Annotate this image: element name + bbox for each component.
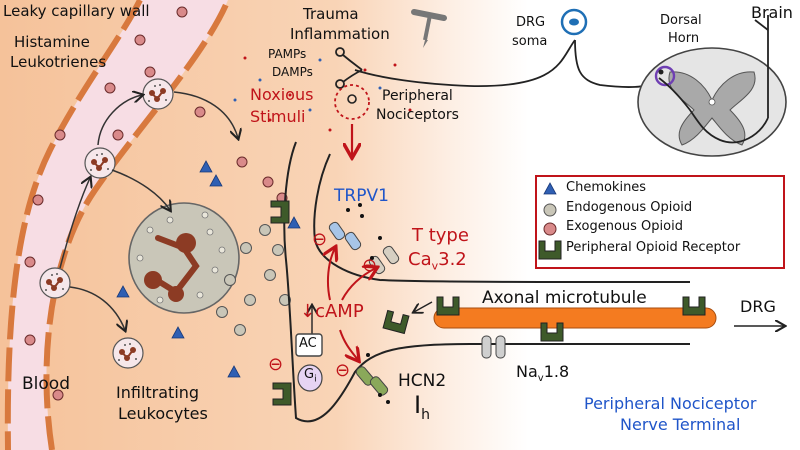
legend-exogenous: Exogenous Opioid xyxy=(566,219,683,234)
noxious-stimulus-ring xyxy=(334,84,370,120)
leukocyte-cell-1 xyxy=(142,78,174,110)
inhibit-icon-gi: ⊖ xyxy=(268,354,284,375)
legend-pink-dot-icon xyxy=(543,222,557,236)
terminal-membrane-outer xyxy=(283,141,690,423)
transport-arrow xyxy=(414,301,433,312)
leukocyte-migration-arrows xyxy=(59,92,238,330)
hcn2-channel xyxy=(355,366,389,396)
nociceptor-ending-3 xyxy=(347,94,357,104)
stimuli-label: Stimuli xyxy=(250,107,306,126)
soma-label: soma xyxy=(512,34,548,49)
nociceptor-endings xyxy=(335,39,576,89)
blood-vessel xyxy=(7,0,228,450)
ttype-label: T type xyxy=(412,225,469,246)
nav18-label: Nav1.8 xyxy=(516,362,570,385)
hcn2-label: HCN2 xyxy=(398,371,447,391)
chemokine-triangles xyxy=(116,160,301,378)
nail-icon xyxy=(411,9,447,48)
damps-label: DAMPs xyxy=(272,65,313,79)
camp-label: ↓cAMP xyxy=(300,301,364,322)
trpv1-label: TRPV1 xyxy=(334,186,389,206)
nerve-terminal-line2: Nerve Terminal xyxy=(620,415,741,434)
legend-box xyxy=(535,175,785,269)
axonal-microtubule xyxy=(433,296,717,342)
pamp-damp-dots xyxy=(233,56,412,132)
drg-label: DRG xyxy=(516,15,546,30)
inhibit-icon-hcn2: ⊖ xyxy=(335,360,351,381)
camp-signal-arrows xyxy=(328,248,376,360)
capillary-wall-left xyxy=(4,0,143,450)
ih-label: Ih xyxy=(414,391,430,423)
brain-label: Brain xyxy=(751,3,793,22)
gi-protein xyxy=(297,364,323,392)
leukocytes-label: Leukocytes xyxy=(118,404,208,423)
ac-box xyxy=(295,333,323,357)
trauma-label: Trauma xyxy=(303,5,359,23)
peripheral-label: Peripheral xyxy=(382,88,453,104)
leukotrienes-label: Leukotrienes xyxy=(10,53,107,71)
horn-label: Horn xyxy=(668,31,700,46)
inhibit-icon-cav: ⊖ xyxy=(362,255,378,276)
leukocyte-cell-3 xyxy=(39,267,71,299)
nociceptors-label: Nociceptors xyxy=(376,107,459,123)
noxious-label: Noxious xyxy=(250,85,314,104)
dorsal-label: Dorsal xyxy=(660,13,702,28)
capillary-wall-right xyxy=(43,0,231,450)
histamine-label: Histamine xyxy=(14,33,90,51)
nav18-channel xyxy=(481,335,506,359)
legend-grey-dot-icon xyxy=(543,203,557,217)
legend-receptor: Peripheral Opioid Receptor xyxy=(566,240,741,255)
microtubule-label: Axonal microtubule xyxy=(482,288,647,308)
legend-triangle-icon xyxy=(543,182,557,195)
leaky-wall-label: Leaky capillary wall xyxy=(3,2,150,20)
blood-label: Blood xyxy=(22,374,70,394)
cav32-label: Cav3.2 xyxy=(408,249,467,273)
legend-endogenous: Endogenous Opioid xyxy=(566,200,693,215)
large-leukocyte xyxy=(128,202,240,314)
endogenous-opioid-dots xyxy=(216,224,291,336)
trpv1-channel xyxy=(328,221,362,251)
pamps-label: PAMPs xyxy=(268,47,307,61)
ac-label: AC xyxy=(299,336,317,351)
inhibit-icon-trpv1: ⊖ xyxy=(312,229,328,250)
inflammation-label: Inflammation xyxy=(290,25,390,43)
nerve-terminal-line1: Peripheral Nociceptor xyxy=(584,394,757,413)
leukocyte-cell-2 xyxy=(84,147,116,179)
leukocyte-cell-4 xyxy=(112,337,144,369)
spinal-cord xyxy=(637,15,787,157)
legend-chemokines: Chemokines xyxy=(566,180,647,195)
gi-label: Gi xyxy=(304,367,317,385)
ion-dots xyxy=(346,203,390,404)
exogenous-opioid-dots-vessel xyxy=(24,6,248,401)
infiltrating-label: Infiltrating xyxy=(116,383,200,402)
drg-target-label: DRG xyxy=(740,297,776,316)
